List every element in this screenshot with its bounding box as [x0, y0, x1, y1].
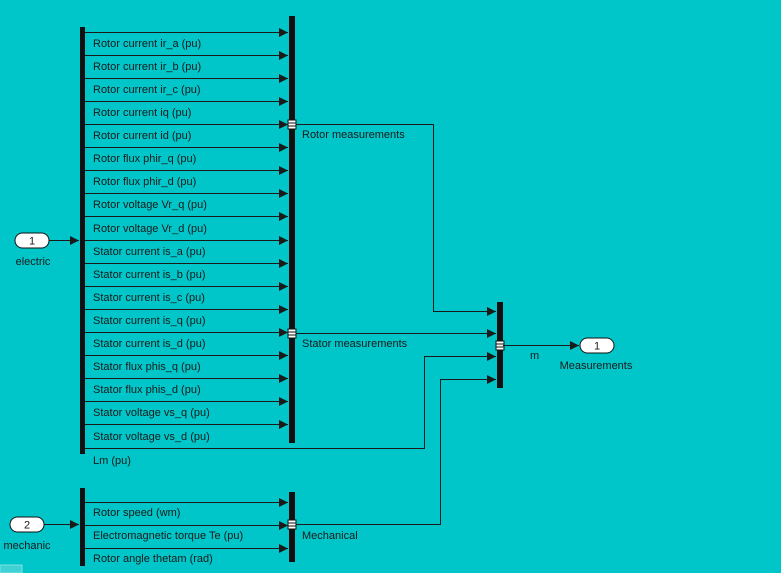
bus-wire-stator-measurements[interactable]: Stator measurements [296, 329, 496, 351]
bus-label-rotor-measurements: Rotor measurements [302, 129, 405, 141]
signal-label: Rotor voltage Vr_q (pu) [93, 199, 207, 211]
inport-2-number: 2 [24, 520, 30, 532]
signal-row[interactable]: Electromagnetic torque Te (pu) [85, 521, 288, 543]
bus-port-marker-stator [287, 328, 297, 339]
signal-label: Stator voltage vs_d (pu) [93, 431, 210, 443]
signal-row[interactable]: Rotor current iq (pu) [85, 97, 288, 120]
signal-label: Electromagnetic torque Te (pu) [93, 530, 243, 542]
signal-row[interactable]: Stator current is_c (pu) [85, 282, 288, 305]
signal-row[interactable]: Stator current is_q (pu) [85, 305, 288, 328]
signal-row[interactable]: Rotor current id (pu) [85, 120, 288, 143]
signal-label: Stator current is_c (pu) [93, 292, 205, 304]
signal-label: Stator voltage vs_q (pu) [93, 407, 210, 419]
inport-2-label: mechanic [3, 540, 51, 552]
signal-row-lm[interactable]: Lm (pu) [85, 352, 496, 468]
signal-row[interactable]: Stator current is_b (pu) [85, 259, 288, 282]
signal-row[interactable]: Rotor flux phir_d (pu) [85, 166, 288, 189]
bus-selector-electric[interactable] [80, 27, 85, 454]
signal-label: Rotor voltage Vr_d (pu) [93, 223, 207, 235]
signal-label: Stator flux phis_d (pu) [93, 384, 201, 396]
signal-label: Rotor current ir_a (pu) [93, 38, 201, 50]
signal-row[interactable]: Rotor current ir_a (pu) [85, 28, 288, 51]
signal-row[interactable]: Rotor current ir_c (pu) [85, 74, 288, 97]
signal-row[interactable]: Rotor speed (wm) [85, 498, 288, 520]
bus-label-mechanical: Mechanical [302, 530, 358, 542]
signal-label: Rotor current id (pu) [93, 130, 191, 142]
bus-selector-mechanic[interactable] [80, 488, 85, 566]
signal-row[interactable]: Stator voltage vs_d (pu) [85, 420, 288, 444]
signal-label: Rotor flux phir_q (pu) [93, 153, 196, 165]
signal-row[interactable]: Stator voltage vs_q (pu) [85, 397, 288, 420]
signal-row[interactable]: Rotor angle thetam (rad) [85, 544, 288, 566]
signal-row[interactable]: Stator current is_d (pu) [85, 328, 288, 351]
signal-label: Stator current is_d (pu) [93, 338, 206, 350]
bus-creator-rotor-stator[interactable] [289, 16, 295, 443]
inport-1-number: 1 [29, 236, 35, 248]
bus-label-stator-measurements: Stator measurements [302, 338, 408, 350]
signal-row[interactable]: Stator flux phis_d (pu) [85, 374, 288, 397]
outport-1[interactable] [579, 337, 615, 354]
signal-row[interactable]: Stator current is_a (pu) [85, 236, 288, 259]
signal-label: Rotor flux phir_d (pu) [93, 176, 196, 188]
inport-1-label: electric [16, 256, 51, 268]
signal-label: Rotor speed (wm) [93, 507, 180, 519]
signal-label: Stator current is_a (pu) [93, 246, 206, 258]
signal-label: Stator current is_q (pu) [93, 315, 206, 327]
corner-widget-icon[interactable] [0, 564, 23, 573]
signal-row[interactable]: Rotor current ir_b (pu) [85, 51, 288, 74]
signal-row[interactable]: Stator flux phis_q (pu) [85, 351, 288, 374]
bus-port-marker-rotor [287, 119, 297, 130]
bus-wire-rotor-measurements[interactable]: Rotor measurements [296, 124, 496, 316]
signal-label-lm: Lm (pu) [93, 455, 131, 467]
outport-1-number: 1 [594, 341, 600, 353]
bus-wire-mechanical[interactable]: Mechanical [296, 375, 496, 543]
signal-row[interactable]: Rotor voltage Vr_q (pu) [85, 189, 288, 212]
bus-port-marker-mechanical [287, 519, 297, 530]
bus-output-label: m [530, 350, 539, 362]
signal-label: Rotor current iq (pu) [93, 107, 191, 119]
signal-label: Rotor current ir_c (pu) [93, 84, 201, 96]
signal-label: Stator current is_b (pu) [93, 269, 206, 281]
outport-1-label: Measurements [560, 360, 633, 372]
signal-label: Rotor current ir_b (pu) [93, 61, 201, 73]
signal-row[interactable]: Rotor flux phir_q (pu) [85, 143, 288, 166]
signal-label: Rotor angle thetam (rad) [93, 553, 213, 565]
bus-port-marker-output [495, 340, 505, 351]
signal-row[interactable]: Rotor voltage Vr_d (pu) [85, 212, 288, 236]
signal-label: Stator flux phis_q (pu) [93, 361, 201, 373]
